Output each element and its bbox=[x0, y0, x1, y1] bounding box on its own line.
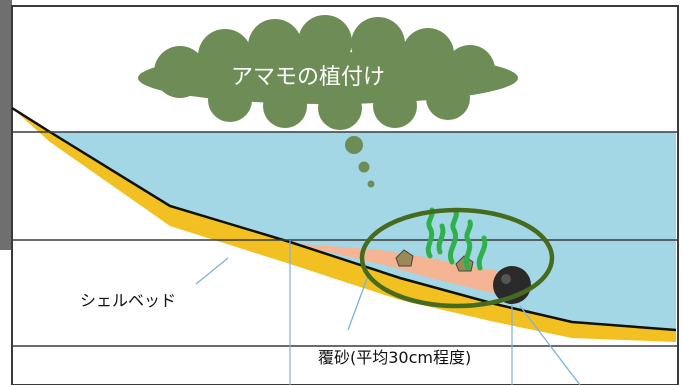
seabed-line bbox=[11, 106, 677, 332]
sand-cover-layer bbox=[300, 244, 505, 296]
left-edge-band bbox=[0, 0, 12, 250]
seagrass-icon bbox=[425, 207, 488, 271]
cloud-label: アマモの植付け bbox=[231, 65, 385, 90]
thought-bubble-small bbox=[367, 180, 375, 188]
sand-cover-pointer bbox=[347, 275, 369, 331]
planting-area-ring bbox=[359, 207, 555, 309]
shell-bed-label: シェルベッド bbox=[80, 291, 176, 310]
shell-bed-pointer bbox=[195, 257, 229, 285]
rock-pointer bbox=[519, 305, 581, 385]
sand-cover-label: 覆砂(平均30cm程度) bbox=[318, 348, 471, 367]
thought-bubble-large bbox=[345, 136, 363, 154]
stone-icon bbox=[395, 249, 414, 267]
rock-highlight bbox=[501, 274, 511, 284]
thought-bubble-medium bbox=[358, 161, 370, 173]
cloud-shape bbox=[138, 15, 518, 130]
left-edge-white bbox=[0, 250, 12, 385]
